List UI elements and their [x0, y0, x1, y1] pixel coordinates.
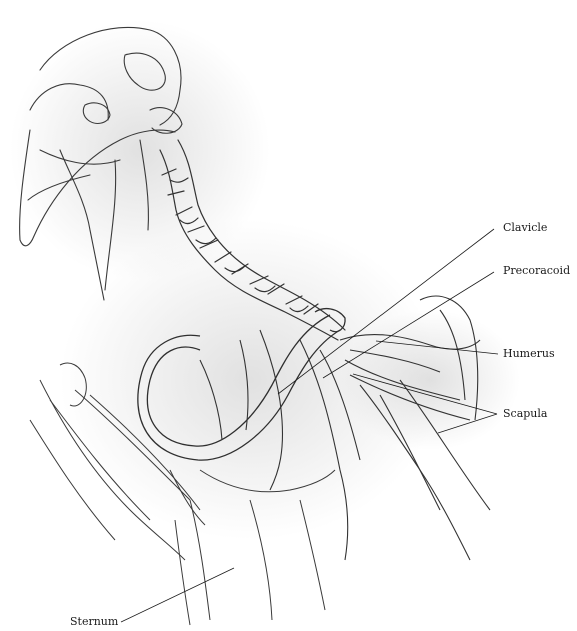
scapula-label: Scapula	[503, 408, 547, 420]
sternum-label: Sternum	[70, 616, 118, 628]
sternum-leader-line	[121, 568, 234, 622]
precoracoid-label: Precoracoid	[503, 265, 570, 277]
clavicle-label: Clavicle	[503, 222, 547, 234]
humerus-label: Humerus	[503, 348, 555, 360]
background-shading	[10, 20, 520, 540]
